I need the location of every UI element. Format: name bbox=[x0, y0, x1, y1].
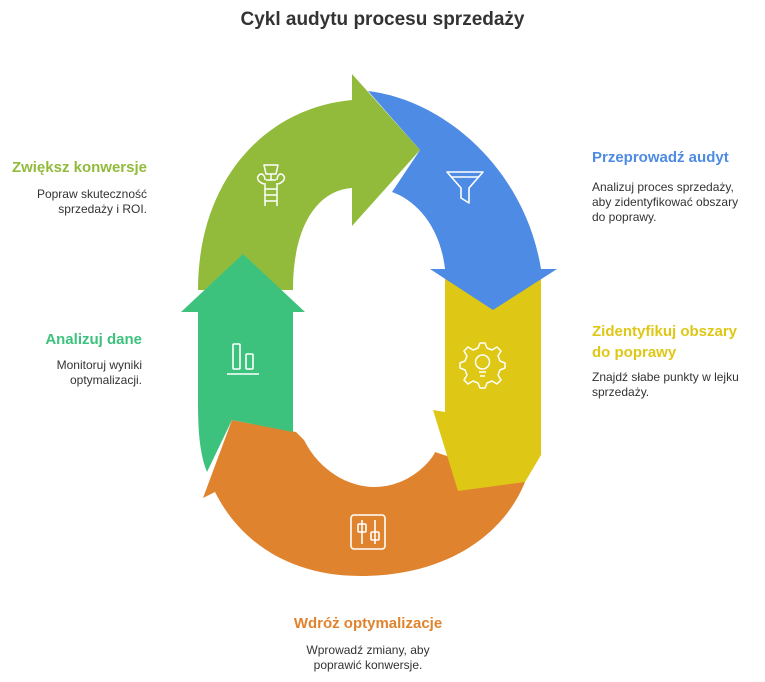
step-audit-label: Przeprowadź audyt bbox=[592, 149, 729, 166]
label-line: Zidentyfikuj obszary bbox=[592, 323, 738, 340]
desc-line: Znajdź słabe punkty w lejku bbox=[592, 370, 739, 384]
step-analyze-label: Analizuj dane bbox=[45, 331, 142, 348]
step-identify-desc: Znajdź słabe punkty w lejku sprzedaży. bbox=[592, 370, 739, 400]
desc-line: sprzedaży i ROI. bbox=[58, 202, 147, 216]
funnel-icon bbox=[446, 171, 484, 204]
desc-line: Analizuj proces sprzedaży, bbox=[592, 180, 734, 194]
diagram-title: Cykl audytu procesu sprzedaży bbox=[240, 9, 525, 30]
trophy-ladder-icon bbox=[256, 164, 286, 206]
desc-line: Monitoruj wyniki bbox=[56, 358, 142, 372]
arrow-implement bbox=[203, 420, 525, 576]
desc-line: optymalizacji. bbox=[69, 373, 142, 387]
arrow-audit bbox=[368, 91, 557, 310]
step-audit-desc: Analizuj proces sprzedaży, aby zidentyfi… bbox=[592, 180, 738, 225]
desc-line: sprzedaży. bbox=[592, 385, 650, 399]
step-implement-label: Wdróż optymalizacje bbox=[293, 615, 443, 632]
arrow-increase bbox=[198, 74, 420, 290]
step-implement-desc: Wprowadź zmiany, aby poprawić konwersje. bbox=[218, 643, 518, 673]
arrow-analyze bbox=[181, 254, 305, 472]
step-analyze-desc: Monitoruj wyniki optymalizacji. bbox=[0, 358, 142, 388]
bar-chart-icon bbox=[227, 343, 259, 375]
step-identify-label: Zidentyfikuj obszary do poprawy bbox=[592, 321, 737, 363]
desc-line: Popraw skuteczność bbox=[36, 187, 147, 201]
gear-bulb-icon bbox=[459, 342, 506, 389]
sliders-icon bbox=[350, 514, 386, 550]
step-increase-label: Zwiększ konwersje bbox=[11, 159, 147, 176]
desc-line: aby zidentyfikować obszary bbox=[592, 195, 739, 209]
desc-line: Wprowadź zmiany, aby bbox=[306, 643, 430, 657]
desc-line: poprawić konwersje. bbox=[313, 658, 423, 672]
step-increase-desc: Popraw skuteczność sprzedaży i ROI. bbox=[0, 187, 147, 217]
desc-line: do poprawy. bbox=[592, 210, 657, 224]
label-line: do poprawy bbox=[592, 344, 677, 361]
